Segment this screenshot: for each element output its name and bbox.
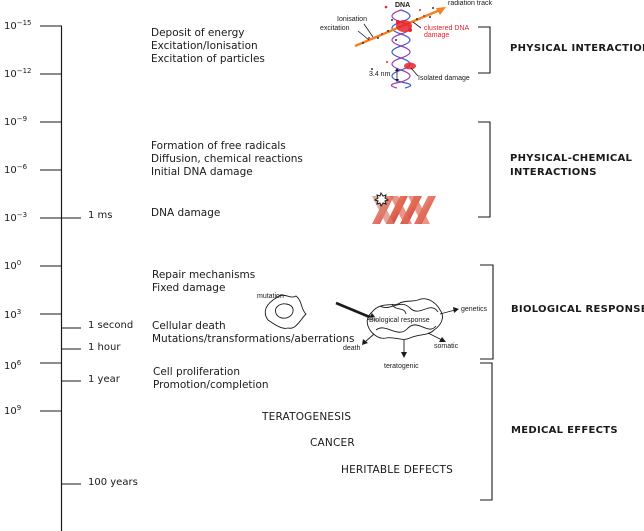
arrow-death	[364, 333, 375, 343]
leader-ionisation	[363, 23, 374, 38]
mutated-cell-nucleus	[275, 303, 294, 319]
label-radiation-track: radiation track	[448, 0, 492, 7]
chemical-description: Formation of free radicals Diffusion, ch…	[151, 140, 303, 179]
desc-line: Excitation of particles	[151, 53, 265, 65]
bracket-physical	[478, 26, 491, 74]
label-isolated-damage: Isolated damage	[418, 75, 470, 82]
bracket-physical-chemical	[478, 121, 491, 218]
label-line: damage	[424, 32, 450, 39]
bracket-medical	[480, 362, 493, 501]
desc-line: Promotion/completion	[153, 379, 269, 391]
leader-clustered	[412, 21, 422, 29]
tick-label-1e-12: 10−12	[4, 67, 32, 80]
desc-line: Formation of free radicals	[151, 140, 286, 152]
desc-line: Repair mechanisms	[152, 269, 256, 281]
label-somatic: somatic	[434, 343, 459, 350]
tick-label-1e-3: 10−3	[4, 211, 28, 224]
dna-damage-helix	[372, 191, 436, 224]
radiation-track-arrowhead	[436, 7, 446, 15]
tick-label-1e3: 103	[4, 308, 22, 321]
effect-heritable-defects: HERITABLE DEFECTS	[341, 464, 453, 476]
dna-damage-description: DNA damage	[151, 207, 221, 219]
marker-1second: 1 second	[88, 320, 134, 331]
marker-1year: 1 year	[88, 374, 120, 385]
phase-medical-effects: MEDICAL EFFECTS	[511, 425, 618, 436]
label-spacing: 3.4 nm	[369, 71, 391, 78]
desc-line: Mutations/transformations/aberrations	[152, 333, 355, 345]
ionisation-dots	[362, 5, 434, 70]
label-mutation: mutation	[257, 293, 284, 300]
effect-cancer: CANCER	[310, 437, 355, 449]
desc-line: Cellular death	[152, 320, 226, 332]
impact-star-icon	[373, 191, 390, 208]
tick-label-1e-6: 10−6	[4, 163, 28, 176]
arrow-somatic	[427, 332, 443, 341]
label-clustered-damage: clustered DNA damage	[424, 25, 469, 39]
leader-excitation	[357, 30, 370, 41]
tangled-cells	[366, 298, 443, 340]
tick-label-1e6: 106	[4, 359, 22, 372]
isolated-damage-blob	[404, 62, 416, 70]
leader-isolated	[410, 67, 419, 77]
clustered-damage-blob	[396, 20, 412, 32]
marker-1ms: 1 ms	[88, 210, 113, 221]
mutation-arrow	[335, 301, 373, 320]
mutated-cell-outer	[264, 294, 307, 329]
marker-ticks	[62, 217, 81, 485]
label-death: death	[343, 345, 361, 352]
proliferation-description: Cell proliferation Promotion/completion	[153, 366, 269, 392]
tick-label-1e-15: 10−15	[4, 19, 32, 32]
biological-response-illustration	[264, 294, 459, 358]
marker-1hour: 1 hour	[88, 342, 121, 353]
label-excitation: excitation	[320, 25, 350, 32]
label-dna: DNA	[395, 2, 411, 9]
phase-biological-response: BIOLOGICAL RESPONSE	[511, 304, 644, 315]
phase-label-line: INTERACTIONS	[510, 167, 597, 178]
tick-label-1e0: 100	[4, 259, 22, 272]
label-ionisation: Ionisation	[337, 16, 367, 23]
cellular-description: Cellular death Mutations/transformations…	[152, 320, 354, 346]
label-genetics: genetics	[461, 306, 488, 313]
phase-physical-interactions: PHYSICAL INTERACTIONS	[510, 43, 644, 54]
effect-teratogenesis: TERATOGENESIS	[262, 411, 352, 423]
axis-ticks	[40, 25, 62, 412]
arrow-genetics	[439, 309, 456, 315]
phase-physical-chemical: PHYSICAL-CHEMICAL INTERACTIONS	[510, 152, 632, 180]
bracket-biological	[480, 264, 494, 360]
tick-label-1e9: 109	[4, 404, 22, 417]
desc-line: Excitation/Ionisation	[151, 40, 258, 52]
label-biological-response: Biological response	[369, 317, 430, 324]
desc-line: Deposit of energy	[151, 27, 245, 39]
label-teratogenic: teratogenic	[384, 363, 419, 370]
tick-label-1e-9: 10−9	[4, 115, 28, 128]
desc-line: Fixed damage	[152, 282, 226, 294]
desc-line: Cell proliferation	[153, 366, 240, 378]
repair-description: Repair mechanisms Fixed damage	[152, 269, 255, 295]
phase-label-line: PHYSICAL-CHEMICAL	[510, 153, 633, 164]
desc-line: Diffusion, chemical reactions	[151, 153, 303, 165]
marker-100years: 100 years	[88, 477, 138, 488]
desc-line: Initial DNA damage	[151, 166, 253, 178]
dna-radiation-illustration	[354, 5, 446, 89]
label-line: clustered DNA	[424, 25, 470, 32]
physical-description: Deposit of energy Excitation/Ionisation …	[151, 27, 265, 66]
